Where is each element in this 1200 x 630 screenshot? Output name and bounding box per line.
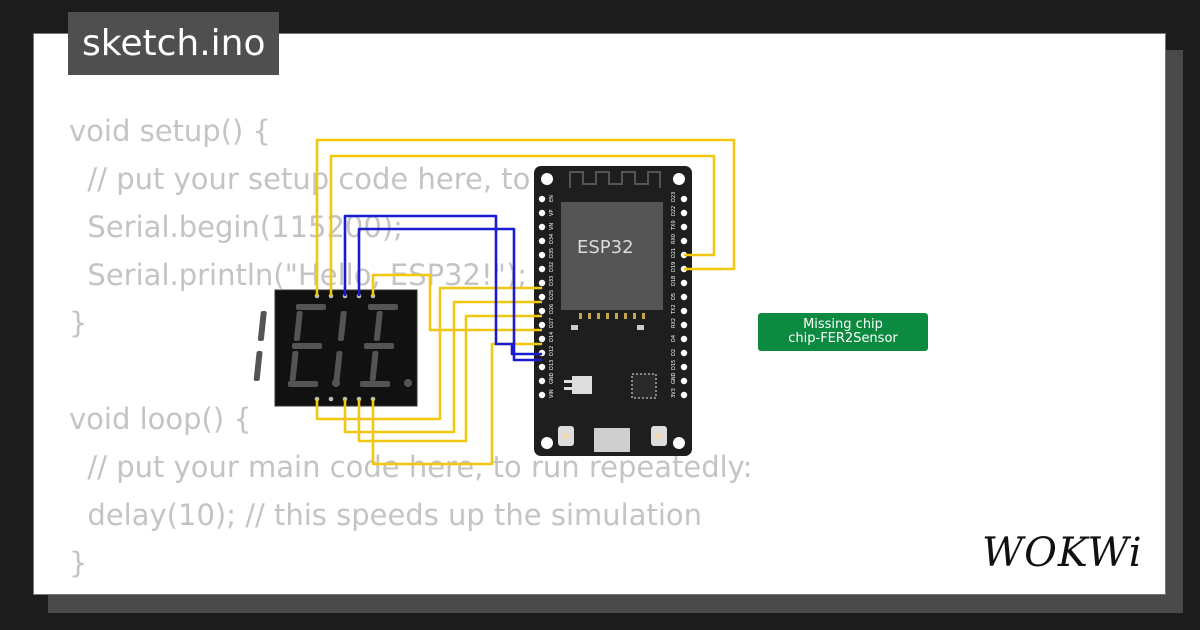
seven-segment-display: [253, 289, 418, 407]
code-line: void loop() {: [69, 402, 252, 436]
svg-text:D5: D5: [671, 293, 677, 300]
svg-text:RX0: RX0: [671, 234, 677, 244]
wire: [343, 300, 542, 434]
svg-text:D15: D15: [671, 360, 677, 370]
code-line: delay(10); // this speeds up the simulat…: [69, 498, 703, 532]
wires: [315, 138, 736, 466]
project-preview-card: void setup() { // put your setup code he…: [33, 33, 1166, 595]
svg-text:TX2: TX2: [671, 304, 677, 315]
code-line: }: [69, 306, 88, 340]
code-line: }: [69, 546, 88, 580]
svg-text:TX0: TX0: [671, 220, 677, 231]
svg-text:D32: D32: [549, 262, 555, 272]
svg-text:D14: D14: [549, 332, 555, 342]
missing-chip-badge: Missing chip chip-FER2Sensor: [758, 313, 928, 351]
svg-text:D25: D25: [549, 290, 555, 300]
svg-text:D4: D4: [671, 335, 677, 342]
wire: [357, 227, 542, 362]
svg-text:VP: VP: [549, 210, 555, 216]
wire: [329, 154, 716, 296]
svg-text:D12: D12: [549, 346, 555, 356]
logo-text: WOKWi: [982, 530, 1143, 576]
svg-text:VIN: VIN: [549, 389, 555, 398]
wire: [343, 214, 542, 356]
svg-text:D27: D27: [549, 318, 555, 328]
svg-text:VN: VN: [549, 223, 555, 230]
svg-text:D35: D35: [549, 248, 555, 258]
chip-badge-line: Missing chip: [803, 317, 883, 332]
svg-text:GND: GND: [549, 372, 555, 384]
svg-text:D13: D13: [549, 360, 555, 370]
file-tab[interactable]: sketch.ino: [68, 12, 280, 75]
svg-text:D34: D34: [549, 234, 555, 244]
svg-text:D22: D22: [671, 206, 677, 216]
svg-text:D2: D2: [671, 349, 677, 356]
svg-text:D18: D18: [671, 276, 677, 286]
svg-text:3V3: 3V3: [671, 388, 677, 398]
svg-text:EN: EN: [549, 195, 555, 202]
svg-text:D23: D23: [671, 192, 677, 202]
code-line: void setup() {: [69, 114, 271, 148]
chip-badge-line: chip-FER2Sensor: [788, 331, 898, 346]
svg-text:D26: D26: [549, 304, 555, 314]
circuit-diagram: ESP32 EN VP VN D34 D3: [253, 138, 736, 466]
wire: [315, 138, 736, 296]
svg-text:D19: D19: [671, 262, 677, 272]
wire: [315, 286, 542, 421]
svg-text:D21: D21: [671, 248, 677, 258]
esp32-board: ESP32 EN VP VN D34 D3: [534, 166, 692, 456]
wokwi-logo: WOKWi: [982, 530, 1143, 576]
svg-text:RX2: RX2: [671, 318, 677, 328]
wire: [357, 314, 542, 443]
wire: [371, 273, 542, 332]
file-tab-label: sketch.ino: [82, 23, 266, 64]
svg-text:D33: D33: [549, 276, 555, 286]
svg-text:GND: GND: [671, 372, 677, 384]
esp32-label: ESP32: [577, 237, 634, 258]
